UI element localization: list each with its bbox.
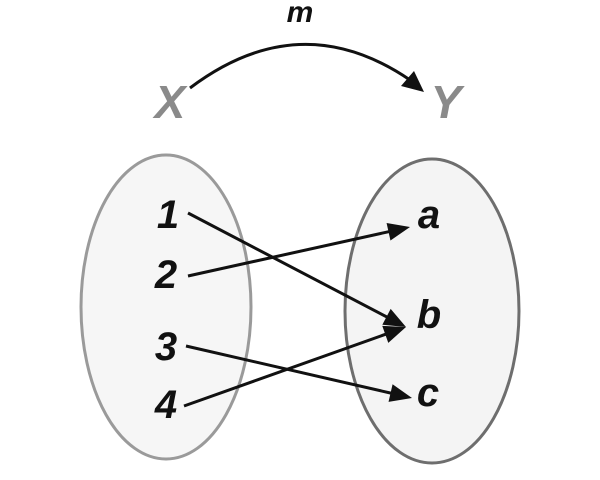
domain-set-label: X	[152, 76, 188, 128]
domain-element-4: 4	[154, 383, 177, 427]
arrowhead-1-to-b	[382, 308, 406, 327]
domain-set-ellipse	[79, 153, 253, 461]
domain-element-2: 2	[154, 253, 177, 297]
mapping-arc-arrow	[189, 43, 411, 90]
domain-element-3: 3	[155, 325, 177, 369]
codomain-element-c: c	[417, 371, 439, 415]
domain-element-1: 1	[157, 193, 179, 237]
codomain-element-a: a	[418, 193, 440, 237]
arrowhead-4-to-b	[382, 325, 406, 343]
mapping-arrows	[183, 211, 412, 408]
codomain-set-label: Y	[431, 76, 466, 128]
mapping-name-label: m	[287, 0, 314, 29]
arrow-1-to-b	[187, 211, 389, 320]
codomain-set-ellipse	[343, 157, 521, 465]
codomain-element-b: b	[417, 293, 441, 337]
arrow-2-to-a	[187, 229, 391, 278]
arrowhead-2-to-a	[386, 222, 410, 241]
arrow-4-to-b	[183, 332, 388, 408]
arrowhead-3-to-c	[388, 384, 412, 402]
mapping-arc-arrowhead	[401, 71, 424, 92]
